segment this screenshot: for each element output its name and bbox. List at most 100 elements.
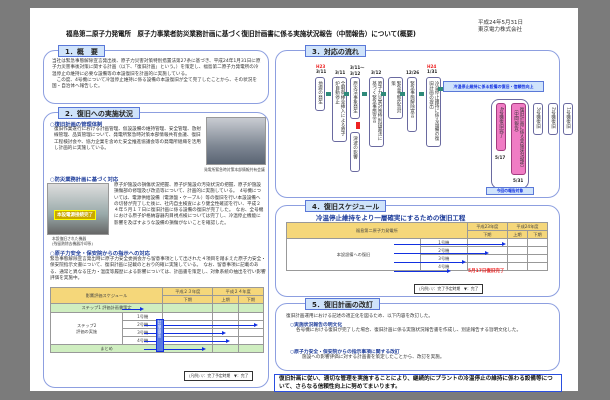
section-4-label: 4．復旧スケジュール (305, 200, 387, 212)
table-header: 下期 (237, 295, 265, 304)
schedule-arrow (144, 322, 258, 328)
flow-banner: 冷温停止維持に係る設備の復旧・信頼性向上 (443, 81, 544, 92)
table-cell (526, 246, 549, 255)
table-header: 平成２３年度 (161, 287, 214, 296)
section-5-label: 5．復旧計画の改訂 (305, 298, 380, 310)
table-cell (466, 254, 508, 263)
table-cell: 4号機 (419, 262, 468, 271)
date-label: 1/31 (427, 69, 438, 74)
step-label: ステップ1 (81, 305, 101, 310)
section-status: ○復旧計画の管理体制 復旧作業遂行における計画管理、仮設設備の維持管理、安全管理… (43, 112, 269, 388)
paragraph: 各号機における復旧が完了した場合、復旧計画に係る実施状況報告書を作成し、別途報告… (296, 328, 522, 333)
table-header: 下期 (161, 295, 214, 304)
table-cell (237, 312, 265, 321)
subheading: ○原子力安全・保安院からの指示への対応 (50, 251, 150, 257)
step-label: ステップ2 (76, 322, 97, 328)
schedule-arrow (122, 306, 144, 312)
meeting-photo (206, 117, 266, 165)
photo-caption-line: 本設復旧された機器 (52, 236, 87, 241)
connector (381, 92, 386, 96)
table-cell (212, 312, 239, 321)
table-cell (161, 312, 214, 321)
connector (400, 92, 405, 96)
flow-substep: 1号機復旧 (563, 103, 573, 135)
table-cell (526, 238, 549, 247)
flow-step-tsunami: 津波の影響 (350, 132, 360, 172)
flow-step: 緊急事態応急対策 (388, 77, 403, 119)
flow-step: 全制御棒全挿入による原子炉自動停止 (332, 77, 347, 142)
table-cell (212, 344, 239, 353)
page-title: 福島第二原子力発電所 原子力事業者防災業務計画に基づく復旧計画書に係る実施状況報… (66, 30, 416, 38)
table-cell (212, 303, 239, 313)
table-cell (506, 254, 528, 263)
section-2-label: 2．復旧への実施状況 (58, 107, 140, 119)
table-cell (506, 246, 528, 255)
closing-message: 復旧計画に従い、適切な管理を実施することにより、継続的にプラントの冷温停止の維持… (274, 374, 562, 392)
legend: (凡例) ▽：完了予定時期 ▼：完了 (414, 284, 484, 294)
table-cell (237, 344, 265, 353)
table-header: 下期 (526, 230, 549, 239)
flow-date: 3/11 (335, 70, 346, 75)
flow-step: 地震の発生 (315, 77, 325, 111)
table-cell: 本設設備への復旧 (286, 238, 421, 271)
overview-text: 当社は緊急事態解除宣言発出後、原子力災害対策特別措置法第27条に基づき、平成24… (52, 59, 262, 90)
table-cell (237, 336, 265, 345)
table-header: 平成23年度 (466, 222, 508, 231)
table-cell (161, 303, 214, 313)
flow-date: 5/17 (495, 155, 506, 160)
paragraph: 原子炉施設の損傷状況把握、原子炉施設の汚染状況の把握、原子炉施設損傷部の修理及び… (114, 183, 264, 226)
up-arrow-icon (356, 122, 360, 129)
flow-date: 3/12 (371, 70, 382, 75)
table-header: 上期 (506, 230, 528, 239)
photo-caption: 発電所緊急時対策本部情報共有会議 (204, 167, 265, 172)
flow-step: 緊急事態解除宣言 (407, 77, 417, 132)
flow-step: 原子力災害対策特別措置法に基づく緊急事態宣言 (369, 77, 384, 147)
schedule-arrow (144, 338, 230, 344)
connector (419, 92, 424, 96)
paragraph: 復旧作業遂行における計画管理、仮設設備の維持管理、安全管理、放射線管理、品質管理… (54, 127, 202, 151)
table-header: 影響評価スケジュール (50, 287, 163, 304)
photo-label: 本設電源接続完了 (54, 210, 96, 220)
connector (438, 87, 443, 91)
legend: (凡例) ▽：完了予定時期 ▼：完了 (184, 371, 254, 381)
table-cell: 1号機 (419, 238, 468, 247)
section-3-label: 3．対応の流れ (305, 45, 366, 57)
table-cell (526, 262, 549, 271)
header-meta: 平成24年5月31日東京電力株式会社 (478, 20, 523, 34)
subheading: ○防災業務計画に基づく対応 (50, 177, 119, 183)
flow-step: 原災法事象発生 (350, 77, 360, 119)
connector (326, 92, 331, 96)
flow-step: 冷温停止維持に係る設備の復旧計画の提出 (426, 77, 441, 147)
table-cell (506, 238, 528, 247)
date-label: 3/11 (316, 69, 327, 74)
table-cell (237, 303, 265, 313)
schedule-arrow (394, 250, 489, 256)
flow-date: 5/31 (513, 178, 524, 183)
section-schedule: 冷温停止維持をより一層確実にするための復旧工程 福島第二原子力発電所平成23年度… (275, 205, 560, 297)
table-cell (237, 328, 265, 337)
schedule-arrow (394, 259, 466, 265)
era-label: H23 (316, 64, 326, 69)
date: 平成24年5月31日 (478, 20, 523, 26)
table-cell (526, 254, 549, 263)
flow-date: 3/11〜3/12 (350, 65, 365, 76)
subheading: ○実施状況報告の明文化 (290, 323, 343, 328)
step-sublabel: 評価の実施 (76, 328, 98, 334)
connector (362, 92, 367, 96)
section-overview: 当社は緊急事態解除宣言発出後、原子力災害対策特別措置法第27条に基づき、平成24… (43, 50, 269, 104)
paragraph: 復旧計画運用における記述の適正化を図るため、以下内容を改訂した。 (286, 314, 434, 319)
schedule-arrow (394, 241, 506, 247)
overview-paragraph: この度、4号機について冷温停止維持に係る設備の本設復旧が全て完了したことから、そ… (52, 77, 257, 90)
section-revision: 復旧計画運用における記述の適正化を図るため、以下内容を改訂した。 ○実施状況報告… (275, 303, 560, 371)
paragraph: 緊急事態解除宣言発出時に原子力安全委員会から留意事項として出された４項目を踏まえ… (50, 257, 266, 281)
flow-substep: 3号機復旧 (533, 103, 543, 135)
schedule-heading: 冷温停止維持をより一層確実にするための復旧工程 (316, 214, 466, 222)
photo-caption: 本設復旧された機器(残留熱除去機器冷却系) (52, 236, 93, 246)
section-1-label: 1．概 要 (58, 45, 105, 57)
subheading: ○原子力安全・保安院からの指示事項に関する改訂 (290, 350, 400, 355)
schedule-arrow (144, 330, 226, 336)
table-header: 平成２４年度 (212, 287, 264, 296)
era-label: H24 (427, 64, 437, 69)
